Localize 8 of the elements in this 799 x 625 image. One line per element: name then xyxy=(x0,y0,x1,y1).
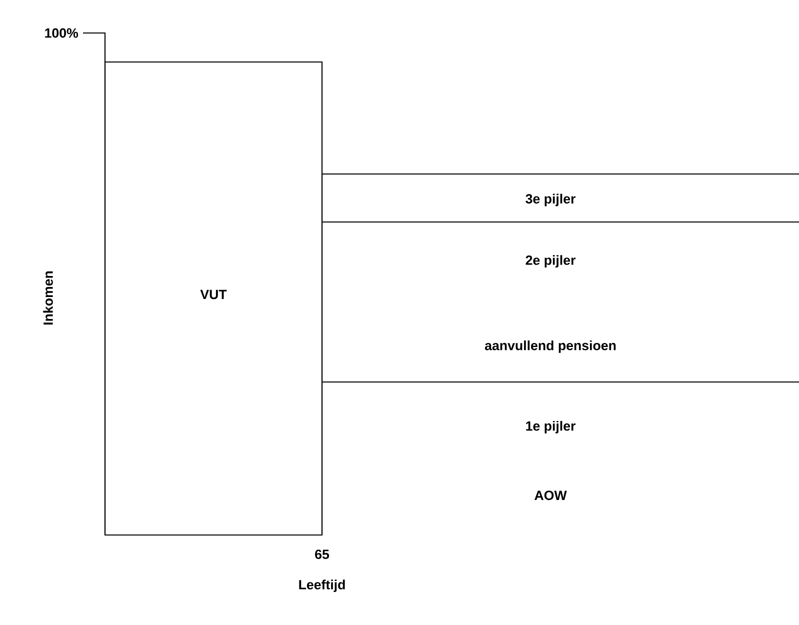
axis-title: Inkomen xyxy=(43,271,53,325)
tick-label: 65 xyxy=(315,550,330,560)
vut-box: VUT xyxy=(104,61,323,536)
tick-label: 100% xyxy=(45,28,78,38)
pillar-band: 2e pijler aanvullend pensioen xyxy=(321,221,799,383)
pillar-band: 1e pijler AOW xyxy=(321,381,799,536)
pillar-band: 3e pijler xyxy=(321,173,799,223)
axis-title: Leeftijd xyxy=(299,580,345,592)
